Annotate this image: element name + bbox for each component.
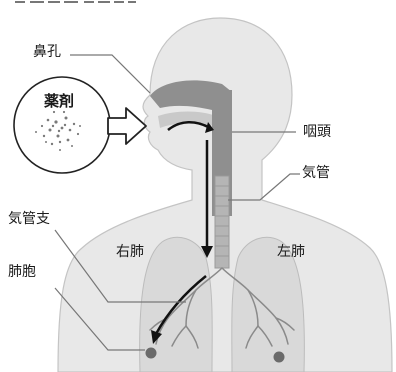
alveolus-right-dot: [274, 352, 285, 363]
label-bronchus: 気管支: [8, 212, 50, 226]
label-right-lung: 右肺: [116, 245, 144, 259]
label-alveolus: 肺胞: [8, 265, 36, 279]
label-pharynx: 咽頭: [303, 125, 331, 139]
alveolus-left-dot: [146, 348, 157, 359]
header-fragment: [0, 0, 396, 8]
inhale-arrow-icon: [108, 108, 146, 144]
label-trachea: 気管: [302, 166, 330, 180]
trachea-shape: [215, 176, 229, 268]
label-drug: 薬剤: [44, 94, 74, 109]
label-left-lung: 左肺: [277, 245, 305, 259]
label-nostril: 鼻孔: [33, 45, 61, 59]
